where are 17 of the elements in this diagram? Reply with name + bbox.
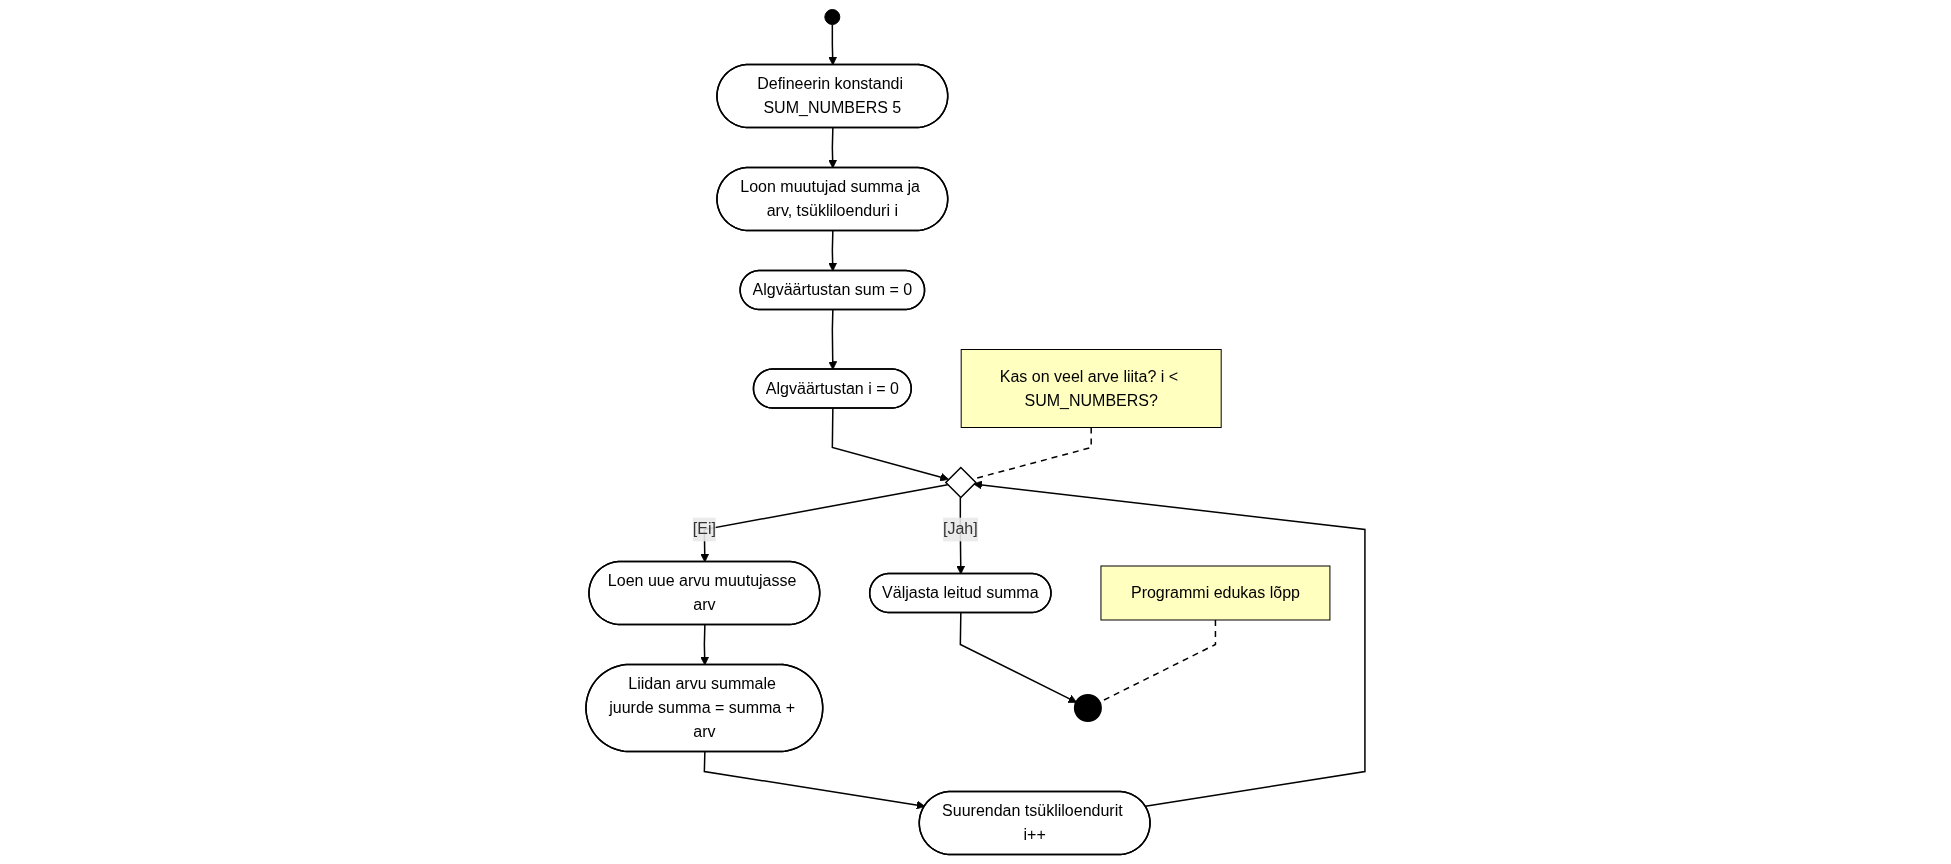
edge-label: [Jah]: [943, 520, 978, 538]
node-bullseye: [1073, 694, 1102, 722]
edge-label: [Ei]: [692, 520, 716, 538]
arrow: [831, 407, 949, 482]
arrow: [700, 484, 949, 563]
arrow: [828, 309, 838, 370]
arrow: [828, 127, 838, 169]
node-box: Kas on veel arve liita? i < SUM_NUMBERS?: [960, 349, 1222, 428]
node-diamond: [944, 466, 977, 499]
node-circle: [824, 9, 841, 25]
arrow: [959, 612, 1078, 703]
arrow: [973, 480, 1366, 808]
arrow: [828, 23, 838, 66]
arrow: [828, 230, 838, 272]
arrow: [700, 624, 710, 666]
node-box: Programmi edukas lõpp: [1100, 565, 1331, 621]
arrow: [703, 751, 926, 810]
